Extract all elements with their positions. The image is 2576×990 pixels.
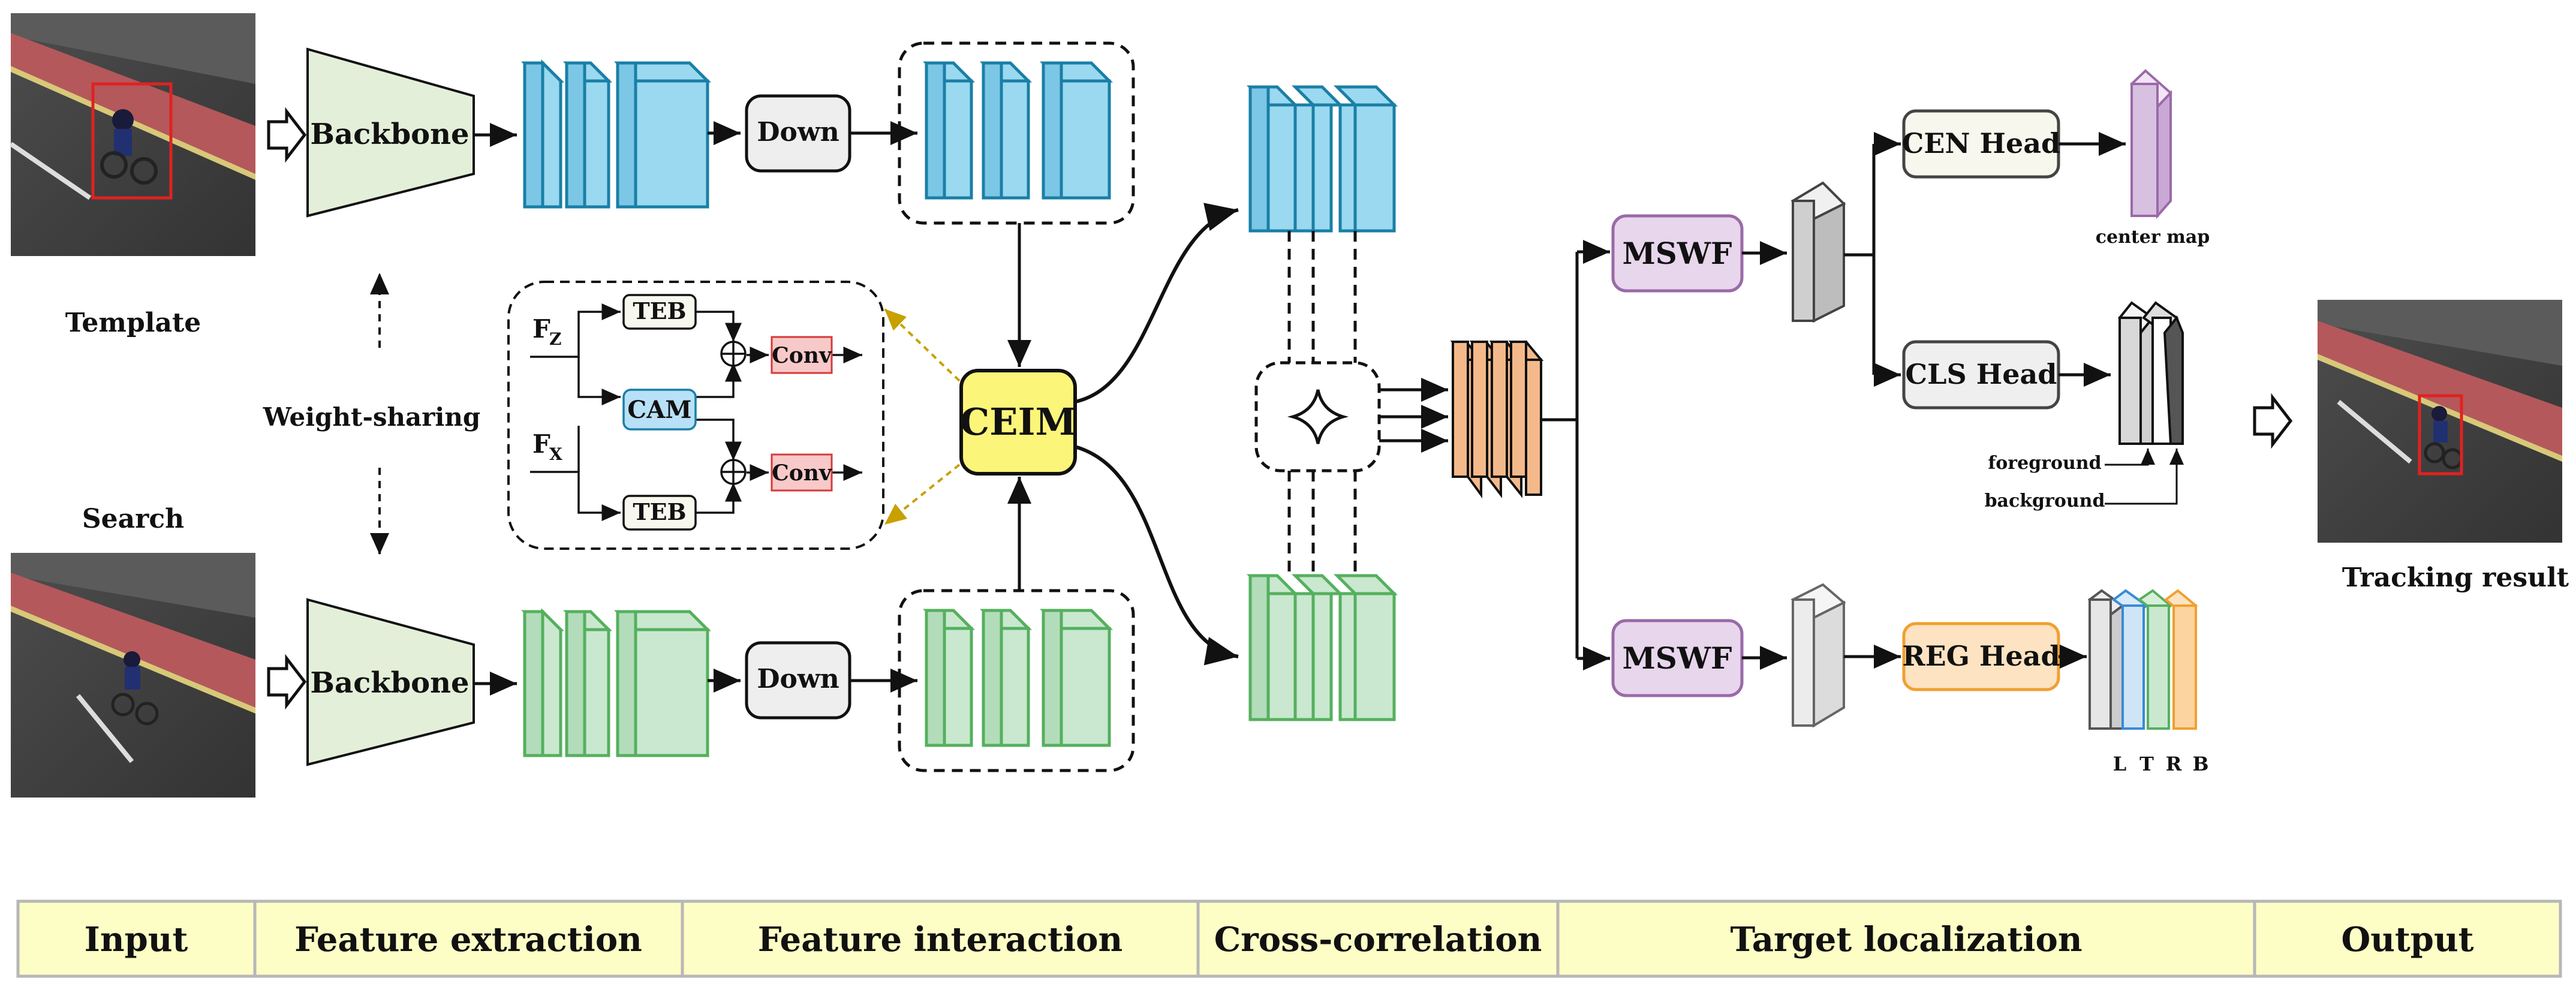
teb-block-top: TEB <box>622 294 697 330</box>
stage-feature-extraction: Feature extraction <box>294 920 642 959</box>
svg-text:X: X <box>549 444 562 464</box>
svg-text:Backbone: Backbone <box>310 666 469 700</box>
center-map-label: center map <box>2096 227 2210 248</box>
template-label: Template <box>65 308 201 338</box>
ceim-block: CEIM <box>959 369 1077 476</box>
input-arrow-icon <box>267 654 307 710</box>
stage-output: Output <box>2341 920 2473 959</box>
backbone-bottom: Backbone <box>306 598 475 766</box>
foreground-label: foreground <box>1988 453 2101 474</box>
cls-output-maps <box>2118 301 2184 445</box>
backbone-top: Backbone <box>306 47 475 218</box>
fx-label: F X <box>532 429 562 464</box>
tracking-result-image <box>2318 300 2562 543</box>
teb-block-bottom: TEB <box>622 495 697 531</box>
template-image <box>9 13 255 256</box>
svg-text:CEIM: CEIM <box>960 400 1076 444</box>
fused-feature-top <box>1790 181 1846 323</box>
cam-block: CAM <box>622 389 697 431</box>
svg-text:Backbone: Backbone <box>310 118 469 151</box>
search-label: Search <box>82 504 184 534</box>
stage-bar: Input Feature extraction Feature interac… <box>16 899 2562 978</box>
tracking-result-label: Tracking result <box>2342 562 2569 593</box>
response-map-stack <box>1450 341 1544 499</box>
downsampled-group-bottom <box>898 589 1135 772</box>
downsampled-group-top <box>898 41 1135 225</box>
svg-text:CEN Head: CEN Head <box>1902 127 2060 160</box>
svg-text:TEB: TEB <box>633 297 686 324</box>
output-arrow-icon <box>2253 393 2293 449</box>
fz-label: F Z <box>532 314 561 349</box>
add-operator-icon <box>720 459 747 485</box>
cls-head-block: CLS Head <box>1902 340 2060 410</box>
svg-text:Down: Down <box>757 664 839 694</box>
mswf-block-bottom: MSWF <box>1611 619 1744 697</box>
svg-text:REG Head: REG Head <box>1902 640 2060 672</box>
cross-correlation-operator-icon <box>1254 361 1381 473</box>
input-arrow-icon <box>267 107 307 163</box>
feature-stack-search <box>520 607 712 757</box>
svg-text:Conv: Conv <box>772 461 832 486</box>
ltrb-label-b: B <box>2192 753 2208 775</box>
ceim-detail-panel <box>507 281 884 550</box>
add-operator-icon <box>720 341 747 367</box>
downsampled-stack-search <box>922 609 1114 747</box>
svg-text:F: F <box>532 314 550 344</box>
template-bbox <box>91 82 173 200</box>
ltrb-label-r: R <box>2166 753 2182 775</box>
down-block-bottom: Down <box>745 641 851 720</box>
svg-text:TEB: TEB <box>633 498 686 525</box>
stage-feature-interaction: Feature interaction <box>758 920 1123 959</box>
reg-head-block: REG Head <box>1902 622 2060 691</box>
stage-input: Input <box>85 920 188 959</box>
down-block-top: Down <box>745 94 851 173</box>
svg-text:MSWF: MSWF <box>1622 236 1732 271</box>
conv-block-top: Conv <box>771 336 833 374</box>
svg-text:Conv: Conv <box>772 343 832 368</box>
fused-feature-bottom <box>1790 583 1846 728</box>
reg-output-maps <box>2087 589 2198 730</box>
weight-sharing-label: Weight-sharing <box>263 402 481 432</box>
ltrb-label-t: T <box>2139 753 2154 775</box>
search-image <box>11 553 255 798</box>
correlation-features-search <box>1246 574 1398 721</box>
center-map-output <box>2130 69 2172 219</box>
tracking-bbox <box>2418 394 2463 476</box>
svg-text:CLS Head: CLS Head <box>1906 358 2057 390</box>
svg-text:F: F <box>532 429 550 459</box>
svg-text:CAM: CAM <box>627 396 691 424</box>
feature-stack-template <box>520 59 712 209</box>
downsampled-stack-template <box>922 61 1114 200</box>
ltrb-label-l: L <box>2113 753 2127 775</box>
stage-cross-correlation: Cross-correlation <box>1214 920 1542 959</box>
svg-text:MSWF: MSWF <box>1622 640 1732 676</box>
svg-text:Down: Down <box>757 117 839 148</box>
cen-head-block: CEN Head <box>1902 109 2060 179</box>
mswf-block-top: MSWF <box>1611 214 1744 293</box>
stage-target-localization: Target localization <box>1730 920 2082 959</box>
background-label: background <box>1985 491 2105 511</box>
conv-block-bottom: Conv <box>771 453 833 492</box>
svg-text:Z: Z <box>549 329 561 349</box>
correlation-features-template <box>1246 85 1398 233</box>
